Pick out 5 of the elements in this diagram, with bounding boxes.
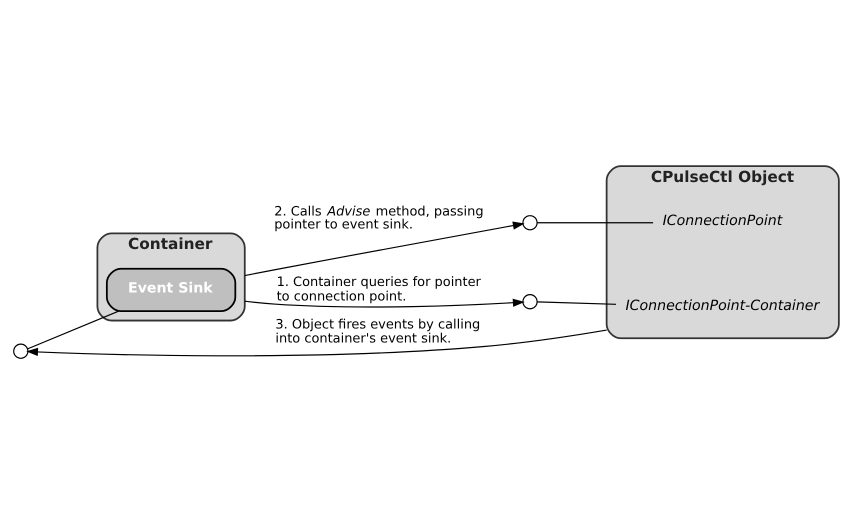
node-text: IConnectionPoint-Container [625,298,820,314]
node-text: IConnectionPoint [662,212,782,229]
edge-label: 3. Object fires events by calling into container's event sink. [275,317,480,346]
edge-label: 1. Container queries for pointer to connection point. [276,274,481,304]
edge-label: 2. Calls Advise method, passing pointer to event sink. [274,204,484,232]
